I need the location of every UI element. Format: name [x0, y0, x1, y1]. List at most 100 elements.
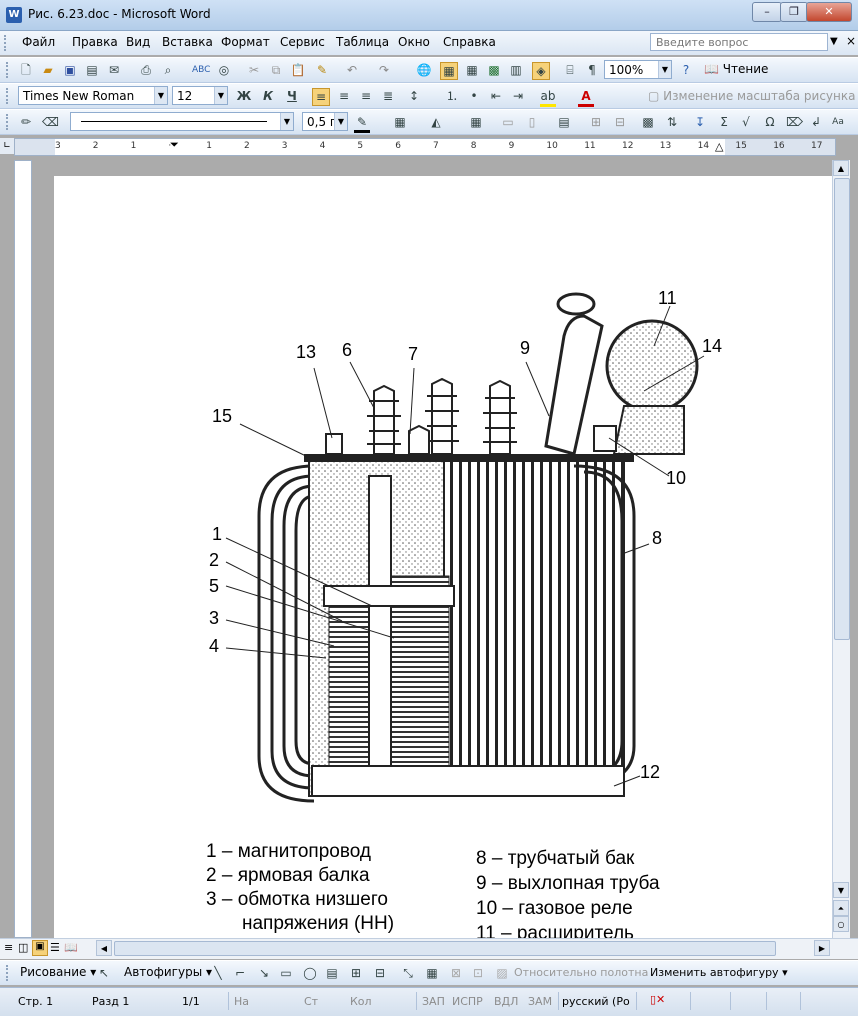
tables-borders-icon[interactable]: ▦: [440, 62, 458, 80]
save-icon[interactable]: ▣: [64, 63, 76, 77]
menu-format[interactable]: Формат: [221, 35, 270, 49]
zoom-select[interactable]: 100%▼: [604, 60, 672, 79]
distribute-columns-icon[interactable]: ⊟: [614, 115, 626, 129]
print-preview-icon[interactable]: ⌕: [164, 63, 172, 77]
autoformat-icon[interactable]: ▩: [642, 115, 654, 129]
underline-button[interactable]: Ч: [287, 89, 297, 103]
permission-icon[interactable]: ▤: [86, 63, 98, 77]
font-size-select[interactable]: 12▼: [172, 86, 228, 105]
open-folder-icon[interactable]: ▰: [43, 63, 53, 77]
chevron-down-icon[interactable]: ▼: [280, 113, 293, 130]
document-page[interactable]: 13 6 7 9 11 14 15 10 8 1 2 5 3 4 12 1 – …: [54, 176, 832, 938]
help-search-input[interactable]: Введите вопрос: [650, 33, 828, 51]
copy-icon[interactable]: ⧉: [271, 63, 281, 77]
font-color-icon[interactable]: A: [578, 88, 594, 107]
chevron-down-icon[interactable]: ▼: [334, 113, 347, 130]
align-left-icon[interactable]: ≡: [312, 88, 330, 106]
border-color-icon[interactable]: ✎: [354, 114, 370, 133]
vertical-ruler[interactable]: [14, 160, 32, 938]
symbol-icon[interactable]: Ω: [765, 115, 775, 129]
chevron-down-icon[interactable]: ▼: [658, 61, 671, 78]
browse-object-icon[interactable]: ○: [833, 916, 849, 932]
outline-view-icon[interactable]: ☰: [50, 941, 60, 954]
justify-icon[interactable]: ≣: [382, 89, 394, 103]
columns-icon[interactable]: ▥: [510, 63, 522, 77]
relative-to-canvas-button[interactable]: Относительно полотна: [514, 966, 649, 979]
web-view-icon[interactable]: ◫: [18, 941, 29, 954]
insert-table-icon[interactable]: ▦: [466, 63, 478, 77]
numbering-icon[interactable]: ⒈: [445, 89, 458, 103]
resize-picture-button[interactable]: ▢ Изменение масштаба рисунка: [648, 89, 855, 103]
equation-icon[interactable]: √: [742, 115, 750, 129]
vertical-scrollbar[interactable]: ▲ ▼ ⏶ ○: [832, 160, 850, 938]
clear-format-icon[interactable]: ⌦: [786, 115, 803, 129]
ungroup-icon[interactable]: ⊟: [374, 966, 386, 980]
first-line-indent-icon[interactable]: ⏷: [170, 138, 179, 151]
status-language[interactable]: русский (Ро: [562, 995, 630, 1008]
oval-icon[interactable]: ◯: [303, 966, 317, 980]
chevron-down-icon[interactable]: ▼: [214, 87, 227, 104]
restore-button[interactable]: ❐: [780, 2, 808, 22]
redo-icon[interactable]: ↷: [378, 63, 390, 77]
insert-table-icon[interactable]: ▦: [470, 115, 482, 129]
select-objects-icon[interactable]: ↖: [98, 966, 110, 980]
reading-view-icon[interactable]: 📖: [64, 941, 78, 954]
sort-icon[interactable]: ↧: [694, 115, 706, 129]
highlight-icon[interactable]: ab: [540, 88, 556, 107]
bold-button[interactable]: Ж: [236, 89, 252, 103]
autoshapes-button[interactable]: Автофигуры ▾: [124, 965, 213, 979]
right-indent-icon[interactable]: △: [715, 140, 724, 153]
font-select[interactable]: Times New Roman▼: [18, 86, 168, 105]
draw-table-icon[interactable]: ✏: [20, 115, 32, 129]
bullets-icon[interactable]: •: [470, 89, 478, 103]
spelling-icon[interactable]: ABC: [192, 65, 211, 75]
distribute-rows-icon[interactable]: ⊞: [590, 115, 602, 129]
close-button[interactable]: ✕: [806, 2, 852, 22]
rectangle-icon[interactable]: ▭: [280, 966, 292, 980]
line-icon[interactable]: ╲: [214, 966, 222, 980]
scroll-thumb[interactable]: [834, 178, 850, 640]
wrap-icon[interactable]: ↲: [810, 115, 822, 129]
print-layout-icon[interactable]: ▣: [32, 940, 48, 956]
align-right-icon[interactable]: ≡: [360, 89, 372, 103]
horizontal-scrollbar[interactable]: ≡ ◫ ▣ ☰ 📖 ◀ ▶: [0, 938, 858, 959]
help-icon[interactable]: ?: [682, 63, 690, 77]
autosum-icon[interactable]: Σ: [720, 115, 728, 129]
spelling-status-icon[interactable]: ▯✕: [650, 993, 666, 1006]
connector-icon[interactable]: ⌐: [234, 966, 246, 980]
cut-icon[interactable]: ✂: [248, 63, 260, 77]
tab-selector[interactable]: ∟: [0, 138, 14, 154]
status-trk[interactable]: ИСПР: [452, 995, 483, 1008]
eraser-icon[interactable]: ⌫: [42, 115, 59, 129]
undo-icon[interactable]: ↶: [346, 63, 358, 77]
status-ext[interactable]: ВДЛ: [494, 995, 519, 1008]
toolbar-grip[interactable]: [6, 965, 11, 981]
menu-file[interactable]: Файл: [22, 35, 56, 49]
borders-icon[interactable]: ▦: [394, 115, 406, 129]
toolbar-grip[interactable]: [6, 114, 11, 130]
split-cells-icon[interactable]: ▯: [528, 115, 536, 129]
fit-icon[interactable]: ⤡: [403, 966, 413, 980]
change-autoshape-button[interactable]: Изменить автофигуру ▾: [650, 966, 788, 979]
menu-edit[interactable]: Правка: [72, 35, 118, 49]
menu-view[interactable]: Вид: [126, 35, 151, 49]
toolbar-grip[interactable]: [4, 35, 9, 51]
scroll-thumb[interactable]: [114, 941, 776, 956]
align-center-icon[interactable]: ≡: [338, 89, 350, 103]
paste-icon[interactable]: 📋: [290, 63, 306, 77]
wrap-text-icon[interactable]: ▨: [496, 966, 508, 980]
close-doc-icon[interactable]: ×: [846, 34, 857, 48]
increase-indent-icon[interactable]: ⇥: [512, 89, 524, 103]
reading-button[interactable]: 📖 Чтение: [704, 62, 768, 76]
show-formatting-icon[interactable]: ¶: [588, 63, 596, 77]
format-painter-icon[interactable]: ✎: [316, 63, 328, 77]
text-direction-icon[interactable]: ⇅: [666, 115, 678, 129]
shading-icon[interactable]: ◭: [431, 115, 441, 129]
scroll-up-icon[interactable]: ▲: [833, 160, 849, 176]
help-dropdown-icon[interactable]: ▼: [830, 36, 838, 47]
status-ovr[interactable]: ЗАМ: [528, 995, 553, 1008]
status-rec[interactable]: ЗАП: [422, 995, 445, 1008]
scroll-left-icon[interactable]: ◀: [96, 940, 112, 956]
chevron-down-icon[interactable]: ▼: [154, 87, 167, 104]
